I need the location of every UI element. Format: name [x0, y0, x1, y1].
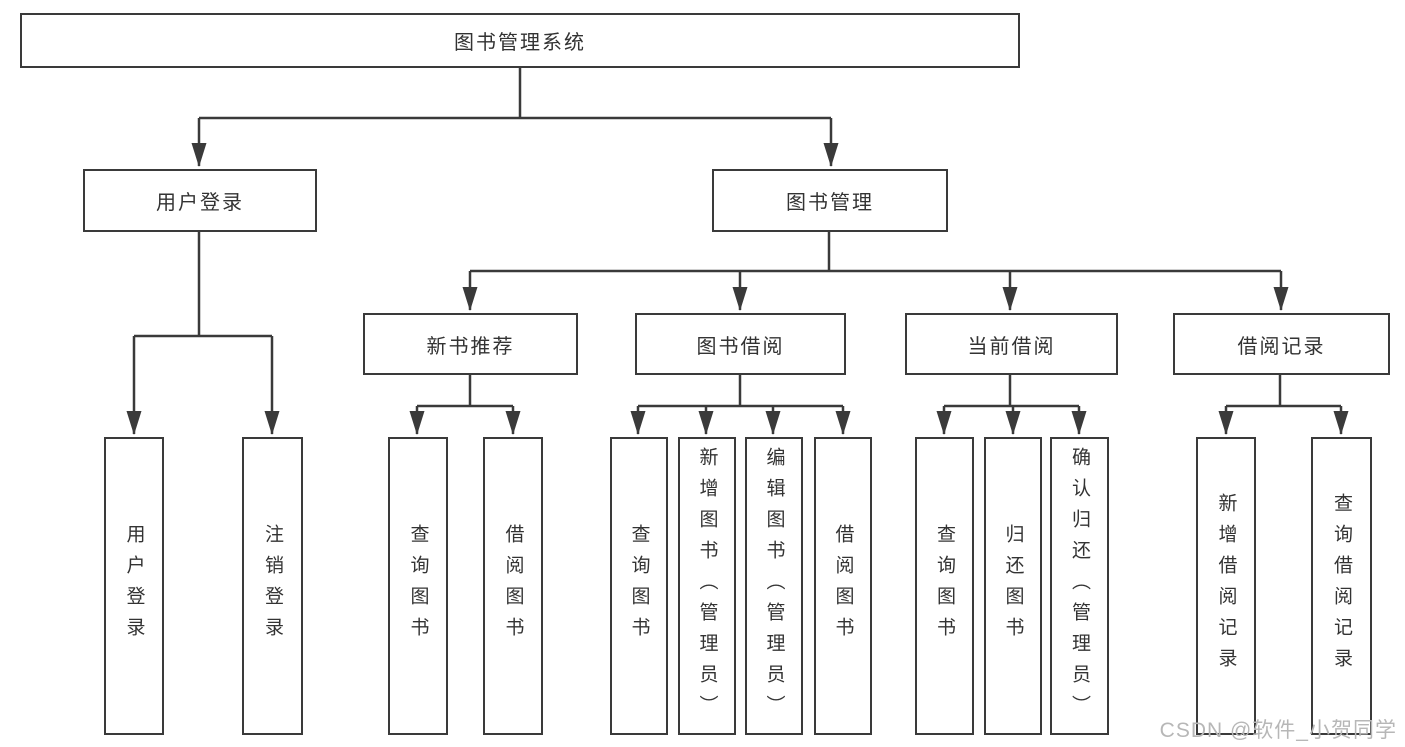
leaf-borrow-add-book-admin: 新增图书（管理员）: [678, 437, 736, 735]
leaf-recommend-borrow-book: 借阅图书: [483, 437, 543, 735]
leaf-current-return-book: 归还图书: [984, 437, 1042, 735]
node-root-library-system: 图书管理系统: [20, 13, 1020, 68]
node-book-management: 图书管理: [712, 169, 948, 232]
leaf-records-query-record: 查询借阅记录: [1311, 437, 1372, 735]
node-borrow-records: 借阅记录: [1173, 313, 1390, 375]
node-new-book-recommend: 新书推荐: [363, 313, 578, 375]
leaf-borrow-query-book: 查询图书: [610, 437, 668, 735]
csdn-watermark: CSDN @软件_小贺同学: [1159, 719, 1397, 742]
node-user-login: 用户登录: [83, 169, 317, 232]
leaf-borrow-edit-book-admin: 编辑图书（管理员）: [745, 437, 803, 735]
leaf-user-logout: 注销登录: [242, 437, 303, 735]
leaf-recommend-query-book: 查询图书: [388, 437, 448, 735]
node-book-borrow: 图书借阅: [635, 313, 846, 375]
leaf-current-confirm-return-admin: 确认归还（管理员）: [1050, 437, 1109, 735]
node-current-borrow: 当前借阅: [905, 313, 1118, 375]
leaf-current-query-book: 查询图书: [915, 437, 974, 735]
leaf-borrow-borrow-book: 借阅图书: [814, 437, 872, 735]
leaf-records-add-record: 新增借阅记录: [1196, 437, 1256, 735]
leaf-user-login: 用户登录: [104, 437, 164, 735]
